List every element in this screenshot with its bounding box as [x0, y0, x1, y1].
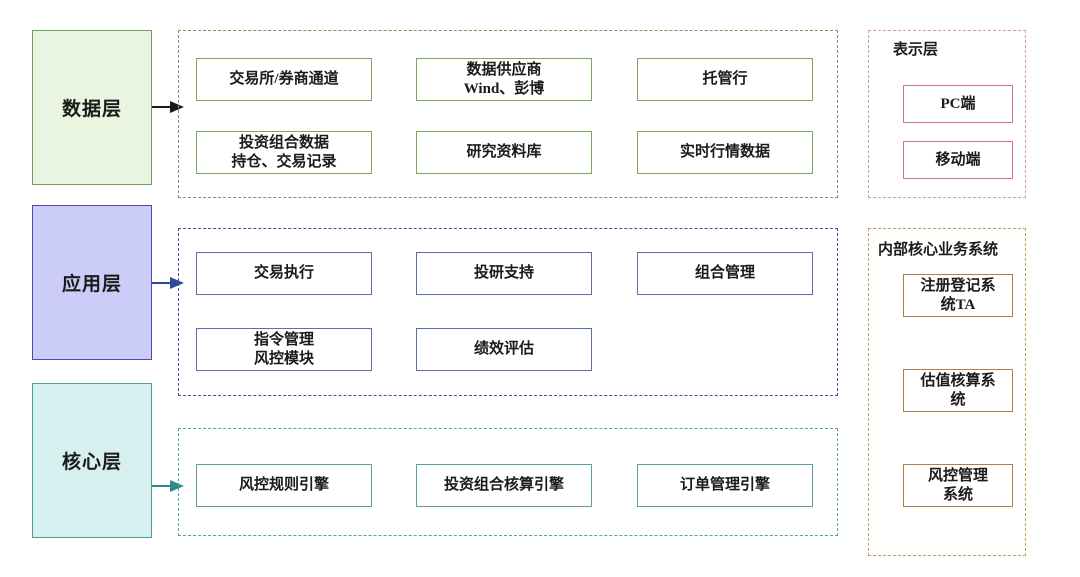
item-box-realtime-market-data[interactable]: 实时行情数据 — [637, 131, 813, 174]
item-box-exchange-broker-channel[interactable]: 交易所/券商通道 — [196, 58, 372, 101]
item-label: 交易所/券商通道 — [229, 71, 339, 88]
layer-box-data-layer[interactable]: 数据层 — [32, 30, 152, 185]
item-label-line2: 持仓、交易记录 — [231, 153, 337, 170]
item-box-trade-execution[interactable]: 交易执行 — [196, 252, 372, 295]
item-label: 风控规则引擎 — [238, 477, 329, 494]
item-label-line2: Wind、彭博 — [463, 80, 545, 97]
item-box-performance-evaluation[interactable]: 绩效评估 — [416, 328, 592, 371]
layer-box-application-layer[interactable]: 应用层 — [32, 205, 152, 360]
layer-box-core-layer[interactable]: 核心层 — [32, 383, 152, 538]
item-label-line1: 指令管理 — [253, 331, 314, 348]
item-box-portfolio-management[interactable]: 组合管理 — [637, 252, 813, 295]
item-label: PC端 — [940, 95, 976, 112]
item-box-research-repository[interactable]: 研究资料库 — [416, 131, 592, 174]
item-box-portfolio-data[interactable]: 投资组合数据 持仓、交易记录 — [196, 131, 372, 174]
item-box-mobile-client[interactable]: 移动端 — [903, 141, 1013, 179]
item-label-line1: 风控管理 — [927, 467, 988, 484]
item-box-custodian-bank[interactable]: 托管行 — [637, 58, 813, 101]
arrow-data-layer — [152, 101, 184, 113]
item-label: 组合管理 — [694, 265, 755, 282]
arrow-application-layer — [152, 277, 184, 289]
group-container-core-layer — [178, 428, 838, 536]
item-box-portfolio-accounting-engine[interactable]: 投资组合核算引擎 — [416, 464, 592, 507]
panel-title-internal-core-business: 内部核心业务系统 — [878, 242, 999, 258]
layer-label-data-layer: 数据层 — [61, 99, 122, 120]
arrow-core-layer — [152, 480, 184, 492]
item-label-line1: 估值核算系 — [920, 372, 996, 389]
item-label-line1: 注册登记系 — [920, 277, 996, 294]
item-label: 订单管理引擎 — [679, 477, 770, 494]
item-box-risk-rule-engine[interactable]: 风控规则引擎 — [196, 464, 372, 507]
item-box-order-management-risk-module[interactable]: 指令管理 风控模块 — [196, 328, 372, 371]
item-label: 移动端 — [935, 151, 981, 168]
layer-label-application-layer: 应用层 — [61, 274, 122, 295]
item-label: 投研支持 — [473, 265, 534, 282]
item-label: 托管行 — [702, 71, 748, 88]
item-label-line2: 系统 — [942, 486, 973, 503]
panel-title-presentation: 表示层 — [893, 42, 939, 58]
item-label: 投资组合核算引擎 — [443, 477, 564, 494]
item-label-line1: 投资组合数据 — [238, 134, 329, 151]
item-label-line2: 风控模块 — [253, 350, 314, 367]
item-box-research-support[interactable]: 投研支持 — [416, 252, 592, 295]
item-box-risk-management-system[interactable]: 风控管理 系统 — [903, 464, 1013, 507]
layer-label-core-layer: 核心层 — [61, 452, 122, 473]
item-label: 交易执行 — [253, 265, 314, 282]
item-label: 绩效评估 — [473, 341, 534, 358]
item-box-valuation-accounting-system[interactable]: 估值核算系 统 — [903, 369, 1013, 412]
item-label: 研究资料库 — [466, 144, 542, 161]
item-box-pc-client[interactable]: PC端 — [903, 85, 1013, 123]
item-label: 实时行情数据 — [679, 144, 770, 161]
item-box-order-management-engine[interactable]: 订单管理引擎 — [637, 464, 813, 507]
item-label-line2: 统TA — [940, 296, 976, 313]
item-label-line1: 数据供应商 — [466, 61, 542, 78]
group-container-data-layer — [178, 30, 838, 198]
group-container-presentation-panel — [868, 30, 1026, 198]
group-container-internal-core-business-panel — [868, 228, 1026, 556]
item-label-line2: 统 — [950, 391, 966, 408]
item-box-ta-registration-system[interactable]: 注册登记系 统TA — [903, 274, 1013, 317]
group-container-application-layer — [178, 228, 838, 396]
item-box-data-vendor[interactable]: 数据供应商 Wind、彭博 — [416, 58, 592, 101]
